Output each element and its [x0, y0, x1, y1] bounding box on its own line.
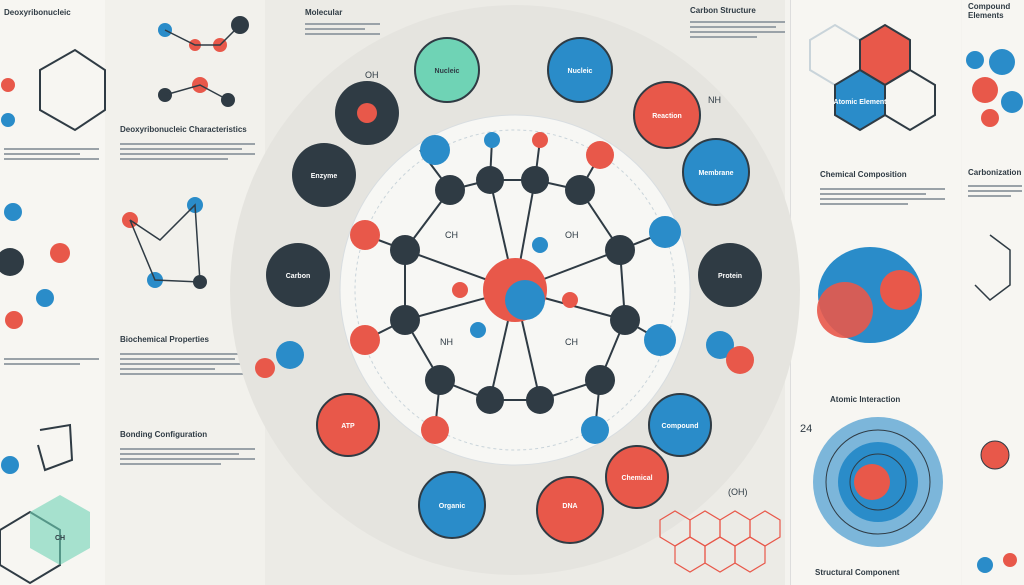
hex-text-ch: CH [55, 535, 65, 542]
text-lines-characteristics [120, 140, 255, 163]
text-lines-biochemical [120, 350, 255, 378]
label-oh-2: OH [365, 70, 379, 80]
heading-deoxyribonucleic: Deoxyribonucleic [4, 8, 71, 17]
circle-text-nucleic-1: Nucleic [435, 68, 460, 75]
target-rings [813, 417, 943, 547]
heading-carbonization: Carbonization [968, 168, 1022, 177]
heading-chemical-composition: Chemical Composition [820, 170, 907, 179]
labelled-circles [266, 37, 762, 544]
inner-dashed-ring [354, 129, 676, 451]
hexagon-grid [659, 510, 781, 573]
right-edge-molecules [966, 49, 1023, 573]
number-label: 24 [800, 423, 813, 435]
atoms-dark [390, 166, 640, 414]
center-atom-blue [505, 280, 545, 320]
left-molecules [0, 16, 249, 585]
circle-text-atp: ATP [341, 423, 355, 430]
circle-text-membrane: Membrane [698, 170, 733, 177]
heading-carbon-structure: Carbon Structure [690, 6, 756, 15]
circle-text-reaction: Reaction [652, 113, 682, 120]
text-lines-bonding [120, 445, 255, 468]
atoms-blue [276, 132, 734, 444]
circle-text-protein: Protein [718, 273, 742, 280]
text-lines-left-1 [4, 145, 99, 163]
circle-text-chemical: Chemical [621, 475, 652, 482]
atoms-red [255, 132, 754, 444]
text-lines-carbonization [968, 182, 1022, 200]
text-lines-molecular [305, 20, 380, 38]
heading-compound-elements: Compound Elements [968, 2, 1011, 20]
circle-text-organic: Organic [439, 503, 466, 510]
circle-text-nucleic-2: Nucleic [568, 68, 593, 75]
label-nh-1: NH [440, 337, 453, 347]
label-oh-paren: (OH) [728, 487, 748, 497]
circle-text-compound: Compound [662, 423, 699, 430]
heading-atomic-interaction: Atomic Interaction [830, 395, 901, 404]
hex-text-atomic-element: Atomic Element [834, 99, 888, 106]
left-column [0, 0, 106, 585]
text-lines-left-2 [4, 355, 99, 368]
circle-text-carbon: Carbon [286, 273, 311, 280]
text-lines-composition [820, 185, 945, 208]
heading-molecular: Molecular [305, 8, 343, 17]
text-lines-top-right [690, 18, 785, 41]
label-nh-2: NH [708, 95, 721, 105]
heading-bonding: Bonding Configuration [120, 430, 208, 439]
protein-blob [817, 247, 922, 343]
heading-biochemical: Biochemical Properties [120, 335, 209, 344]
heading-characteristics: Deoxyribonucleic Characteristics [120, 125, 247, 134]
circle-texts: Nucleic Nucleic Reaction Membrane Enzyme… [55, 68, 887, 542]
label-oh-1: OH [565, 230, 579, 240]
hexagon-logo [809, 23, 936, 132]
atom-labels: CH OH NH CH OH NH (OH) [365, 70, 748, 497]
label-ch-1: CH [445, 230, 458, 240]
label-ch-2: CH [565, 337, 578, 347]
footer-structural-component: Structural Component [815, 568, 900, 577]
circle-text-dna: DNA [562, 503, 577, 510]
circle-text-enzyme: Enzyme [311, 173, 338, 180]
